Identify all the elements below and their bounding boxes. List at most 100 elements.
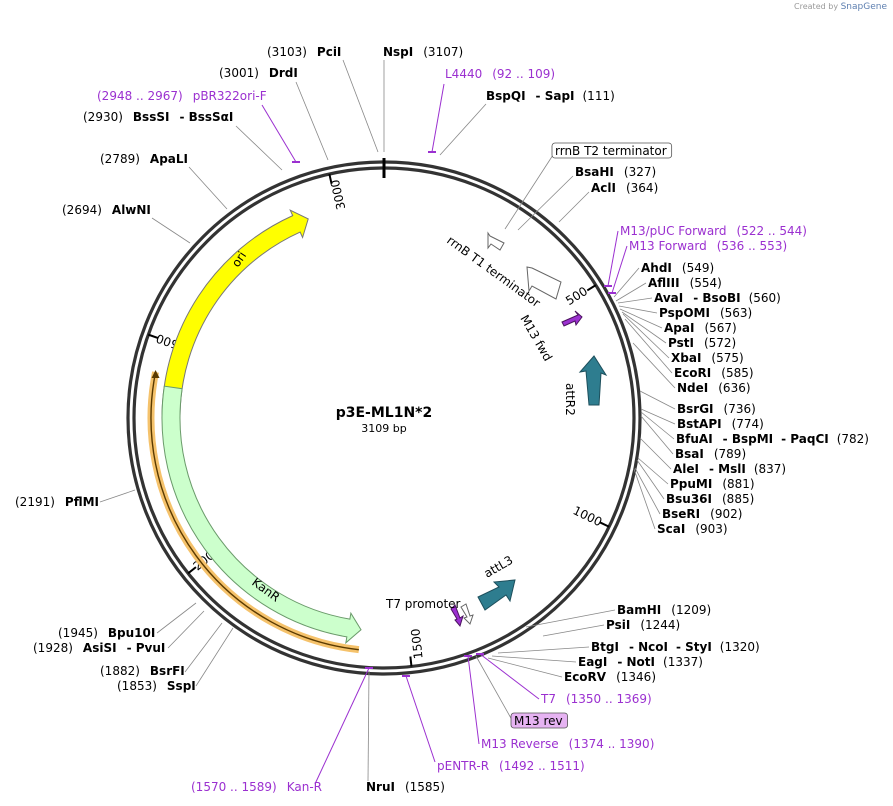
t7-promoter-feature [450,604,464,628]
leader-line [195,627,234,687]
plasmid-name: p3E-ML1N*2 [336,405,433,421]
site-label-apai-567: ApaI(567) [664,321,737,335]
site-label-part: AlwNI [112,203,151,217]
site-label-part: BsaHI [575,165,614,179]
leader-line [542,624,605,637]
site-label-bsrgi-736: BsrGI(736) [677,402,756,416]
site-label-pentr-r-1492-1511: pENTR-R(1492 .. 1511) [437,759,585,773]
site-label-part: (1320) [720,640,760,654]
site-label-part: DrdI [269,66,298,80]
site-label-bsai-789: BsaI(789) [675,447,746,461]
site-label-part: rrnB T2 terminator [555,144,667,158]
site-label-2191-pflmi: (2191) PflMI [15,495,99,509]
site-label-scai-903: ScaI(903) [657,522,728,536]
leader-line [261,104,297,163]
site-label-m13-reverse-1374-1390: M13 Reverse(1374 .. 1390) [481,737,654,751]
tick-2500 [147,333,159,339]
rrnb-t2-feature [487,231,505,251]
site-label-part: M13/pUC Forward [620,224,727,238]
site-label-part: (3107) [423,45,463,59]
tick-label-1000: 1000 [571,503,605,529]
site-label-part: (522 .. 544) [737,224,807,238]
leader-line [640,415,674,455]
site-label-part: M13 Reverse [481,737,559,751]
leader-line [517,175,574,231]
site-label-part: (1350 .. 1369) [566,692,652,706]
leader-line [558,191,590,223]
site-label-part: PciI [317,45,342,59]
attr2-feature [578,355,608,406]
site-label-psii-1244: PsiI(1244) [606,618,680,632]
tick-2000 [187,566,197,575]
tick-500 [586,284,597,292]
site-label-part: (111) [583,89,615,103]
site-label-part: (536 .. 553) [717,239,787,253]
site-label-part: ApaI [664,321,694,335]
site-label-part: T7 [540,692,556,706]
site-label-1945-bpu10i: (1945)Bpu10I [58,626,155,640]
tick-label-3000: 3000 [328,178,348,211]
site-label-part: (736) [724,402,756,416]
site-label-part: - PaqCI [781,432,829,446]
leader-line [504,154,554,230]
leader-line [342,59,379,153]
kanr-feature [161,385,362,645]
site-label-part: (572) [704,336,736,350]
leader-line [618,305,658,314]
leader-line [617,297,653,304]
site-label-part: pBR322ori-F [193,89,267,103]
site-label-part: PsiI [606,618,630,632]
leader-line [621,311,667,344]
leader-line [611,245,628,294]
backbone [126,158,642,676]
feature-label-m13-fwd: M13 fwd [517,313,555,364]
site-label-part: (2948 .. 2967) [97,89,183,103]
site-label-part: (1337) [663,655,703,669]
site-label-bspqi-sapi: BspQI- SapI(111) [486,89,615,103]
site-label-part: Kan-R [287,780,322,794]
kanr-orf-arrowhead [151,370,160,379]
site-label-part: (881) [722,477,754,491]
site-label-pspomi-563: PspOMI(563) [659,306,752,320]
tick-label-500: 500 [563,284,590,308]
site-label-part: AclI [591,181,616,195]
feature-label-attl3: attL3 [482,553,516,581]
site-label-part: (789) [714,447,746,461]
site-label-bamhi-1209: BamHI(1209) [617,603,711,617]
leader-line [491,655,577,663]
leader-line [624,318,673,374]
leader-line [235,125,283,171]
site-label-part: (2694) [62,203,102,217]
site-label-part: PflMI [65,495,99,509]
site-label-part: EcoRI [674,366,711,380]
site-label-part: AhdI [641,261,672,275]
site-label-part: Bpu10I [108,626,155,640]
site-label-part: (1346) [616,670,656,684]
leader-line [184,622,223,673]
site-label-psti-572: PstI(572) [668,336,736,350]
site-label-part: EcoRV [564,670,607,684]
site-label-part: (2191) [15,495,55,509]
site-label-part: ScaI [657,522,685,536]
leader-line [475,655,513,721]
site-label-part: - MslI [709,462,746,476]
site-label-part: - BsoBI [693,291,740,305]
site-label-avai-bsobi: AvaI- BsoBI(560) [654,291,781,305]
label-box [551,142,673,159]
ori-feature [161,209,309,416]
site-label-part: (902) [710,507,742,521]
site-label-xbai-575: XbaI (575) [671,351,744,365]
tick-1000 [599,521,610,528]
leader-line [634,467,661,515]
leader-line [639,437,672,470]
site-label-part: BspQI [486,89,526,103]
site-label-part: NspI [383,45,413,59]
site-label-part: XbaI [671,351,701,365]
site-label-1570-1589-kan-r: (1570 .. 1589)Kan-R [191,780,322,794]
site-label-bfuai-bspmi: BfuAI- BspMI- PaqCI(782) [676,432,869,446]
rrnb-t1-feature [526,266,562,300]
site-label-bsu36i-885: Bsu36I(885) [666,492,754,506]
plasmid-size: 3109 bp [361,422,406,435]
site-label-part: BstAPI [677,417,722,431]
site-label-part: (575) [711,351,743,365]
